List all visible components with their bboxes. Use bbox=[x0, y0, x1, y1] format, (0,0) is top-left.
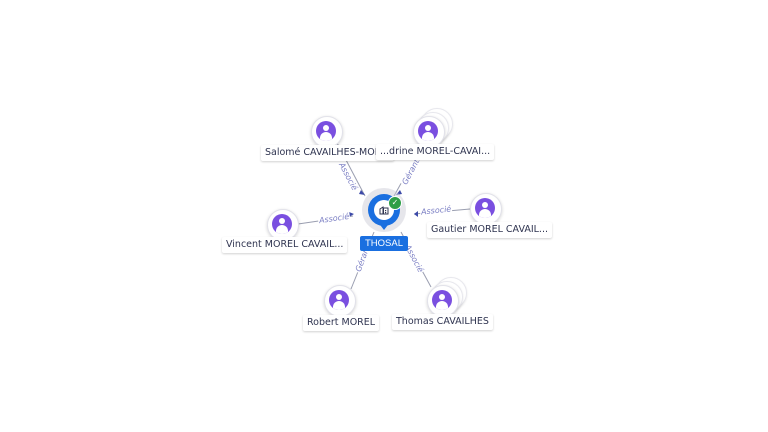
company-label[interactable]: THOSAL bbox=[360, 236, 408, 251]
person-label[interactable]: Robert MOREL bbox=[303, 315, 380, 331]
user-icon bbox=[272, 214, 292, 234]
user-icon bbox=[432, 290, 452, 310]
check-circle-icon: ✓ bbox=[388, 196, 402, 210]
person-label[interactable]: ...drine MOREL-CAVAI... bbox=[376, 144, 495, 160]
person-label[interactable]: Salomé CAVAILHES-MOR... bbox=[261, 145, 395, 161]
user-icon bbox=[316, 121, 336, 141]
building-icon bbox=[379, 206, 389, 215]
user-icon bbox=[418, 121, 438, 141]
person-label[interactable]: Thomas CAVAILHES bbox=[392, 314, 493, 330]
person-label[interactable]: Gautier MOREL CAVAIL... bbox=[427, 222, 552, 238]
user-icon bbox=[329, 290, 349, 310]
person-label[interactable]: Vincent MOREL CAVAIL... bbox=[222, 237, 348, 253]
user-icon bbox=[475, 198, 495, 218]
